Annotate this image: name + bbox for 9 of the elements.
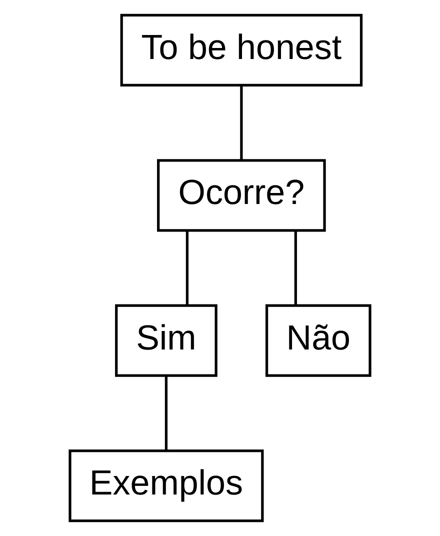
node-box: To be honest (120, 14, 363, 87)
node-box: Exemplos (68, 449, 264, 522)
node-box: Ocorre? (157, 159, 326, 232)
connector (240, 85, 243, 160)
connector (164, 376, 168, 450)
connector (294, 230, 297, 306)
node-box: Não (265, 304, 372, 377)
node-box: Sim (115, 304, 218, 377)
connector (186, 230, 189, 306)
